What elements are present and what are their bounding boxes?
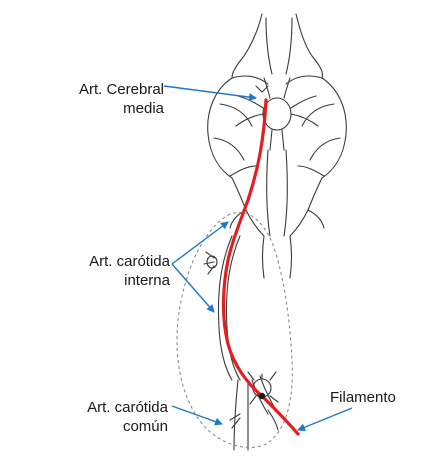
- label-ica-line1: Art. carótida: [56, 252, 170, 271]
- label-filament: Filamento: [330, 388, 396, 407]
- brain-outline: [208, 14, 347, 278]
- arrow-cca: [172, 406, 222, 424]
- label-arrows: [164, 86, 352, 430]
- filament: [224, 100, 299, 434]
- label-cca: Art. carótida común: [54, 398, 168, 436]
- label-cca-line2: común: [54, 417, 168, 436]
- arrow-ica-upper: [172, 222, 228, 264]
- arrow-ica-lower: [172, 264, 214, 312]
- label-mca-line2: media: [70, 99, 164, 118]
- arrow-mca: [164, 86, 256, 98]
- label-mca: Art. Cerebral media: [70, 80, 164, 118]
- label-ica-line2: interna: [56, 271, 170, 290]
- arrow-filament: [298, 408, 352, 430]
- label-cca-line1: Art. carótida: [54, 398, 168, 417]
- label-mca-line1: Art. Cerebral: [70, 80, 164, 99]
- ligature-knot: [259, 393, 265, 399]
- circle-of-willis: [236, 78, 318, 150]
- neck-vessels: [204, 236, 278, 450]
- label-ica: Art. carótida interna: [56, 252, 170, 290]
